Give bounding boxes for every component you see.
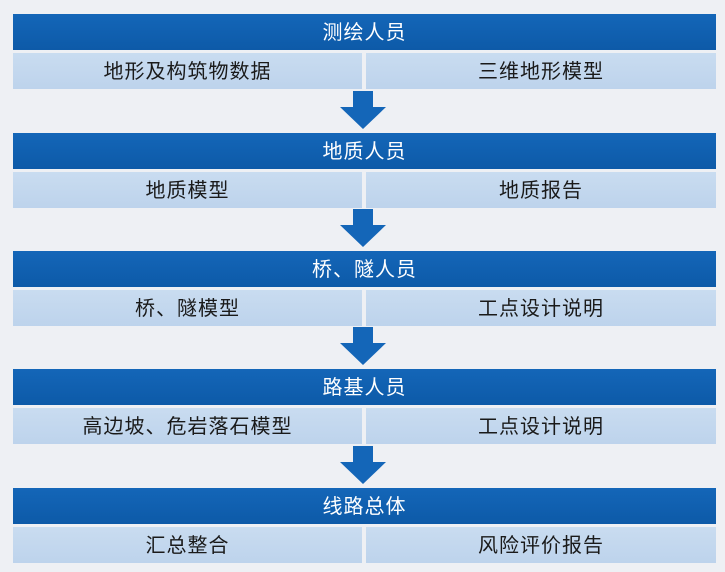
output-3d-terrain-model: 三维地形模型	[366, 53, 716, 89]
stage-header-bridge-tunnel: 桥、隧人员	[13, 251, 716, 287]
arrow-down-icon	[340, 327, 386, 365]
output-bridge-tunnel-model: 桥、隧模型	[13, 290, 362, 326]
output-slope-rockfall-model: 高边坡、危岩落石模型	[13, 408, 362, 444]
stage-header-geology: 地质人员	[13, 133, 716, 169]
stage-outputs-subgrade: 高边坡、危岩落石模型 工点设计说明	[13, 408, 716, 444]
output-site-design-notes: 工点设计说明	[366, 408, 716, 444]
output-summary-integration: 汇总整合	[13, 527, 362, 563]
stage-header-subgrade: 路基人员	[13, 369, 716, 405]
arrow-down-icon	[340, 446, 386, 484]
stage-header-line-overall: 线路总体	[13, 488, 716, 524]
output-geology-model: 地质模型	[13, 172, 362, 208]
output-site-design-notes: 工点设计说明	[366, 290, 716, 326]
stage-outputs-geology: 地质模型 地质报告	[13, 172, 716, 208]
stage-outputs-surveying: 地形及构筑物数据 三维地形模型	[13, 53, 716, 89]
output-terrain-structure-data: 地形及构筑物数据	[13, 53, 362, 89]
stage-outputs-bridge-tunnel: 桥、隧模型 工点设计说明	[13, 290, 716, 326]
output-geology-report: 地质报告	[366, 172, 716, 208]
stage-header-surveying: 测绘人员	[13, 14, 716, 50]
stage-outputs-line-overall: 汇总整合 风险评价报告	[13, 527, 716, 563]
arrow-down-icon	[340, 209, 386, 247]
arrow-down-icon	[340, 91, 386, 129]
output-risk-assessment-report: 风险评价报告	[366, 527, 716, 563]
